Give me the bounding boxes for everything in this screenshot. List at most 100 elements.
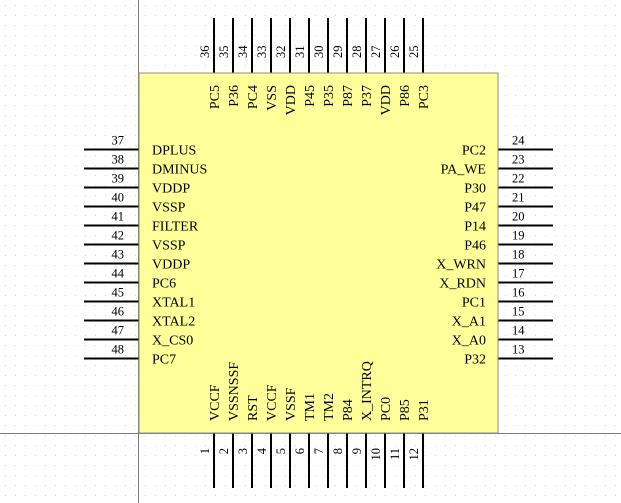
pin-name: PA_WE [441,163,486,178]
pin-name: VDD [379,85,394,115]
pin-number: 47 [112,324,125,338]
pin-name: VSSP [152,201,186,216]
pin-number: 6 [293,448,307,454]
chip-body[interactable] [138,72,499,434]
pin-name: P85 [398,399,413,421]
pin-number: 48 [112,343,125,357]
pin-name: VCCF [208,384,223,421]
pin-name: PC1 [462,296,486,311]
pin-name: P36 [227,85,242,107]
pin-number: 17 [512,267,525,281]
pin-number: 27 [369,46,383,59]
pin-name: P14 [464,220,486,235]
pin-name: X_RDN [439,277,486,292]
pin-name: PC2 [462,144,486,159]
pin-number: 23 [512,153,525,167]
pin-number: 22 [512,172,525,186]
pin-name: DMINUS [152,163,207,178]
pin-name: VDDP [152,182,190,197]
pin-name: TM1 [303,393,318,421]
pin-name: PC3 [417,85,432,109]
pin-number: 11 [388,448,402,460]
pin-number: 18 [512,248,525,262]
pin-name: P86 [398,85,413,107]
pin-name: PC0 [379,397,394,421]
pin-number: 21 [512,191,525,205]
pin-number: 42 [112,229,125,243]
pin-name: FILTER [152,220,199,235]
pin-number: 15 [512,305,525,319]
pin-name: PC7 [152,353,176,368]
pin-name: VSSF [284,387,299,421]
pin-name: VSS [265,85,280,111]
pin-name: P30 [464,182,486,197]
pin-name: PC5 [208,85,223,109]
pin-name: PC4 [246,85,261,109]
pin-number: 43 [112,248,125,262]
pin-name: VDDP [152,258,190,273]
pin-name: P84 [341,399,356,421]
pin-labels: 37DPLUS38DMINUS39VDDP40VSSP41FILTER42VSS… [112,45,526,461]
pin-number: 25 [407,46,421,59]
pin-name: P35 [322,85,337,107]
pin-name: X_CS0 [152,334,193,349]
pin-number: 1 [198,448,212,454]
pin-name: VSSP [152,239,186,254]
pin-number: 30 [312,46,326,59]
pin-name: VSSNSSF [227,362,242,421]
pin-name: X_INTRQ [360,361,375,421]
pin-name: P47 [464,201,486,216]
pin-number: 3 [236,448,250,454]
pin-number: 5 [274,448,288,454]
pin-name: TM2 [322,393,337,421]
pin-number: 20 [512,210,525,224]
pin-number: 34 [236,45,250,58]
pin-number: 33 [255,46,269,59]
pins [84,18,553,488]
pin-number: 16 [512,286,525,300]
pin-number: 14 [512,324,525,338]
pin-number: 7 [312,448,326,454]
pin-name: XTAL2 [152,315,195,330]
pin-name: P46 [464,239,486,254]
pin-name: DPLUS [152,144,196,159]
pin-number: 41 [112,210,125,224]
pin-name: VDD [284,85,299,115]
pin-number: 13 [512,343,525,357]
pin-name: PC6 [152,277,176,292]
pin-number: 4 [255,447,269,454]
pin-number: 46 [112,305,125,319]
pin-number: 37 [112,134,125,148]
pin-number: 24 [512,134,525,148]
pin-name: VCCF [265,384,280,421]
pin-number: 28 [350,46,364,59]
pin-number: 9 [350,448,364,454]
pin-number: 10 [369,448,383,461]
pin-number: 2 [217,448,231,454]
pin-number: 19 [512,229,525,243]
pin-number: 29 [331,46,345,59]
pin-number: 44 [112,267,125,281]
pin-number: 26 [388,46,402,59]
pin-name: P37 [360,85,375,107]
pin-number: 12 [407,448,421,461]
pin-name: P45 [303,85,318,107]
pin-number: 8 [331,448,345,454]
pin-number: 40 [112,191,125,205]
pin-name: RST [246,395,261,421]
pin-number: 36 [198,46,212,59]
pin-name: X_A0 [452,334,486,349]
pin-number: 39 [112,172,125,186]
pin-number: 38 [112,153,125,167]
pin-number: 31 [293,46,307,59]
pin-name: P31 [417,399,432,421]
pin-number: 32 [274,46,288,59]
pin-name: X_A1 [452,315,486,330]
pin-name: P32 [464,353,486,368]
pin-number: 35 [217,46,231,59]
pin-number: 45 [112,286,125,300]
pin-name: X_WRN [436,258,486,273]
pin-name: P87 [341,85,356,107]
pin-name: XTAL1 [152,296,195,311]
